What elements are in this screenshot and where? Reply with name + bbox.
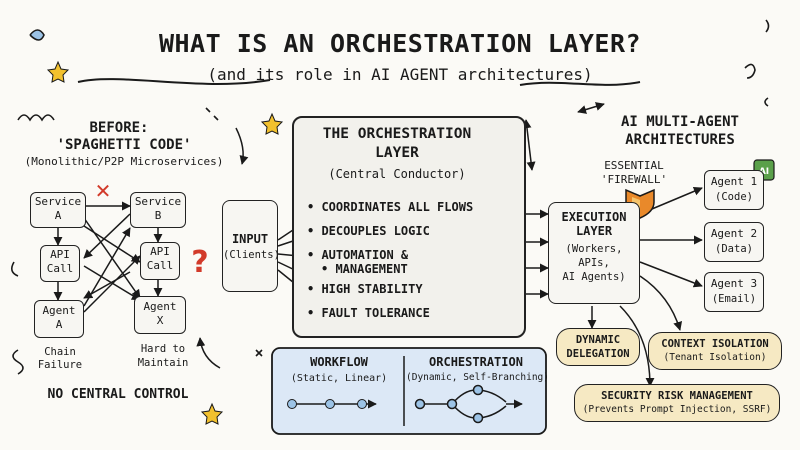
agent-2-box: Agent 2 (Data) bbox=[704, 222, 764, 262]
workflow-sub: (Static, Linear) bbox=[290, 373, 388, 384]
cloud-icon bbox=[29, 29, 45, 41]
workflow-linear-graphic bbox=[287, 399, 377, 409]
before-spaghetti-heading: 'SPAGHETTI CODE' bbox=[56, 137, 192, 153]
feature-automation: AUTOMATION & bbox=[307, 248, 473, 262]
orchestration-compare-label: ORCHESTRATION bbox=[429, 355, 523, 369]
api-call-box-2: API Call bbox=[140, 242, 180, 280]
orchestration-sub: (Central Conductor) bbox=[328, 167, 466, 181]
spaghetti-arrows bbox=[53, 127, 249, 369]
input-box: INPUT (Clients) bbox=[222, 200, 280, 292]
dynamic-delegation-pill: DYNAMIC DELEGATION bbox=[556, 328, 640, 366]
feature-fault-tolerance: FAULT TOLERANCE bbox=[307, 306, 473, 330]
before-heading: BEFORE: bbox=[89, 120, 149, 136]
hard-to-maintain-label: Hard to bbox=[140, 343, 186, 355]
chain-failure-label: Chain bbox=[44, 346, 76, 358]
firewall-label-2: 'FIREWALL' bbox=[600, 173, 668, 186]
orchestration-heading: THE ORCHESTRATION bbox=[322, 126, 472, 142]
feature-coordinates: COORDINATES ALL FLOWS bbox=[307, 200, 473, 224]
ai-badge-label: AI bbox=[759, 167, 769, 177]
orchestration-feature-list: COORDINATES ALL FLOWS DECOUPLES LOGIC AU… bbox=[307, 200, 473, 330]
orchestration-heading-2: LAYER bbox=[375, 145, 419, 161]
agent-x-box: Agent X bbox=[134, 296, 186, 334]
workflow-label: WORKFLOW bbox=[310, 355, 368, 369]
comparison-panel bbox=[271, 347, 547, 435]
chain-failure-label-2: Failure bbox=[37, 359, 83, 371]
orchestration-branching-graphic bbox=[414, 384, 523, 424]
context-isolation-pill: CONTEXT ISOLATION (Tenant Isolation) bbox=[648, 332, 782, 370]
red-question-mark-icon: ? bbox=[191, 245, 208, 280]
before-note: (Monolithic/P2P Microservices) bbox=[24, 155, 224, 168]
decorative-doodles bbox=[10, 19, 770, 375]
squiggle-icon bbox=[17, 114, 55, 122]
star-icons bbox=[46, 60, 284, 425]
execution-layer-box: EXECUTION LAYER (Workers, APIs, AI Agent… bbox=[548, 202, 640, 304]
firewall-label: ESSENTIAL bbox=[604, 159, 664, 172]
service-a-box: Service A bbox=[30, 192, 86, 228]
multi-agent-heading-2: ARCHITECTURES bbox=[625, 132, 735, 148]
question-doodle-icon bbox=[744, 63, 756, 79]
feature-stability: HIGH STABILITY bbox=[307, 282, 473, 306]
red-cross-icon: ✕ bbox=[95, 179, 112, 203]
feature-management: MANAGEMENT bbox=[307, 262, 473, 282]
api-call-box-1: API Call bbox=[40, 245, 80, 282]
agent-1-box: Agent 1 (Code) bbox=[704, 170, 764, 210]
security-risk-pill: SECURITY RISK MANAGEMENT (Prevents Promp… bbox=[574, 384, 780, 422]
agent-a-box: Agent A bbox=[34, 300, 84, 338]
no-central-control-label: NO CENTRAL CONTROL bbox=[47, 387, 189, 402]
feature-decouples: DECOUPLES LOGIC bbox=[307, 224, 473, 248]
multi-agent-heading: AI MULTI-AGENT bbox=[620, 114, 739, 130]
service-b-box: Service B bbox=[130, 192, 186, 228]
orchestration-compare-sub: (Dynamic, Self-Branching) bbox=[406, 372, 549, 383]
page-subtitle: (and its role in AI AGENT architectures) bbox=[207, 65, 593, 84]
hard-to-maintain-label-2: Maintain bbox=[137, 357, 189, 369]
page-title: WHAT IS AN ORCHESTRATION LAYER? bbox=[158, 29, 642, 58]
agent-3-box: Agent 3 (Email) bbox=[704, 272, 764, 312]
